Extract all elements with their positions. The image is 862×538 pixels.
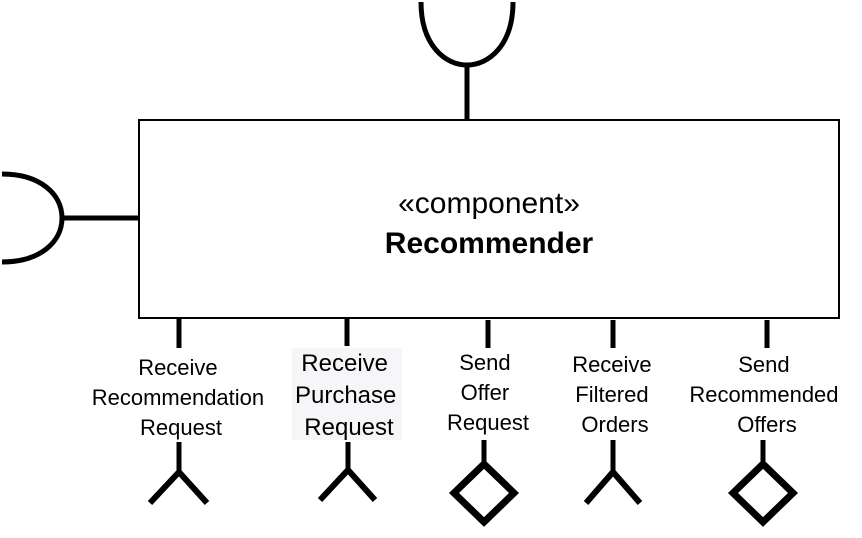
component-box — [138, 119, 840, 319]
label-highlight — [292, 348, 402, 440]
port-send-recommended-offers: Send Recommended Offers — [689, 320, 844, 527]
top-socket-icon — [418, 1, 516, 68]
port-label: Receive Filtered Orders — [572, 352, 658, 437]
port-receive-purchase-request: Receive Purchase Request — [292, 318, 403, 503]
provided-diamond-icon — [727, 459, 799, 527]
component-stereotype: «component» — [398, 187, 580, 220]
left-required-interface — [1, 171, 139, 265]
port-send-offer-request: Send Offer Request — [447, 320, 529, 527]
provided-diamond-icon — [448, 459, 520, 527]
required-chevron-icon — [583, 467, 643, 505]
port-receive-filtered-orders: Receive Filtered Orders — [572, 320, 658, 505]
port-label: Receive Recommendation Request — [92, 355, 271, 440]
port-label: Send Offer Request — [447, 350, 529, 435]
port-label: Send Recommended Offers — [689, 352, 844, 437]
top-required-interface — [418, 1, 516, 120]
port-label: Receive Purchase Request — [295, 350, 403, 441]
required-chevron-icon — [317, 465, 378, 503]
port-receive-recommendation-request: Receive Recommendation Request — [92, 318, 271, 506]
component-name: Recommender — [385, 227, 594, 260]
left-socket-icon — [1, 171, 65, 265]
required-chevron-icon — [147, 467, 210, 506]
